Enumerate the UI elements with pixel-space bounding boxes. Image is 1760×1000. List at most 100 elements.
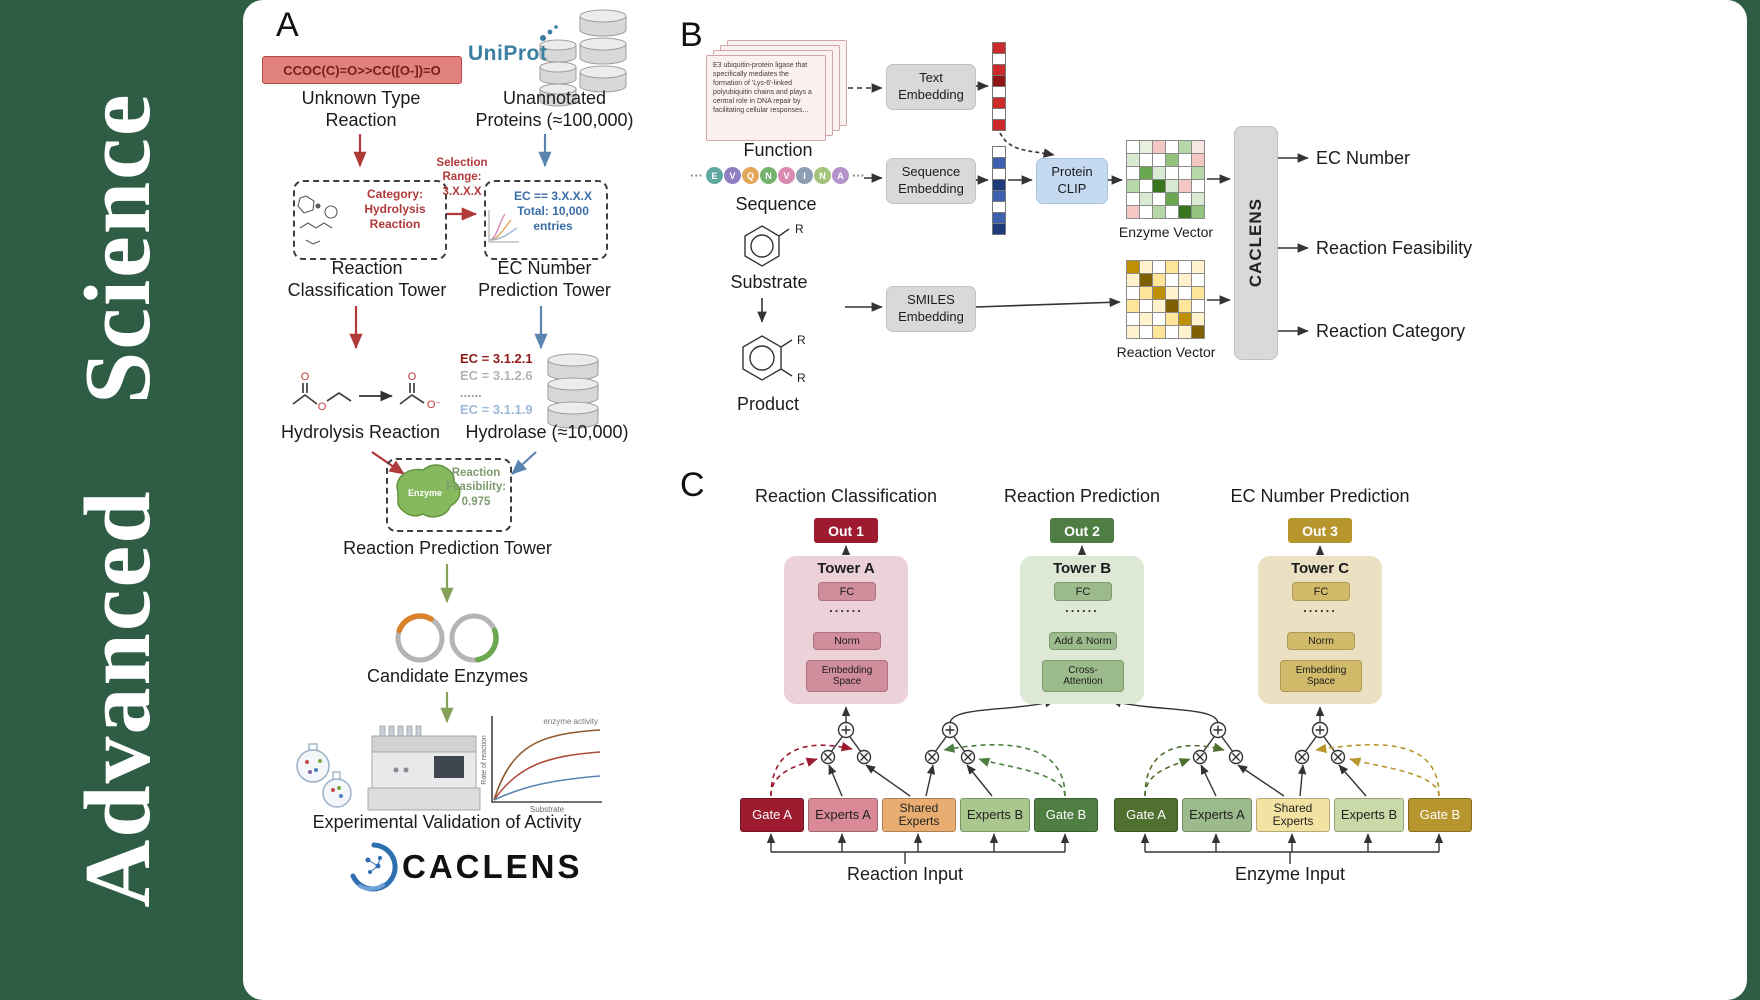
text-embedding-box: Text Embedding xyxy=(886,64,976,110)
matrix-cell xyxy=(1179,154,1191,166)
sequence-embedding-vector xyxy=(992,146,1006,235)
matrix-cell xyxy=(1140,193,1152,205)
feasibility-dashed-box xyxy=(386,458,512,532)
matrix-cell xyxy=(1179,141,1191,153)
tower-a: Tower A FC ...... Norm Embedding Space xyxy=(784,556,908,704)
matrix-cell xyxy=(1140,180,1152,192)
feasibility-text: Reaction Feasibility: 0.975 xyxy=(446,467,507,508)
reaction-vector-matrix xyxy=(1126,260,1205,339)
ec-curves-icon xyxy=(488,210,519,243)
oxygen-atom-label: O xyxy=(408,371,417,383)
molecule-doodles-icon xyxy=(297,195,338,245)
matrix-cell xyxy=(1192,167,1204,179)
matrix-cell xyxy=(1166,326,1178,338)
tower-c-title: Tower C xyxy=(1290,560,1350,577)
residue-circle: I xyxy=(796,167,813,184)
matrix-cell xyxy=(1192,193,1204,205)
left-gate-b-box: Gate B xyxy=(1034,798,1098,832)
unknown-reaction-label: Unknown Type Reaction xyxy=(301,88,421,130)
category-dashed-box xyxy=(293,180,447,260)
tower-b-cross-attention-box: Cross- Attention xyxy=(1042,660,1124,692)
matrix-cell xyxy=(1179,313,1191,325)
vector-cell xyxy=(993,120,1005,130)
matrix-cell xyxy=(1192,154,1204,166)
matrix-cell xyxy=(1166,180,1178,192)
matrix-cell xyxy=(1179,326,1191,338)
column-title-reaction-classification: Reaction Classification xyxy=(754,486,938,506)
lab-equipment-icon xyxy=(296,725,481,811)
matrix-cell xyxy=(1192,326,1204,338)
classification-tower-label: Reaction Classification Tower xyxy=(287,258,447,300)
enzyme-vector-matrix xyxy=(1126,140,1205,219)
matrix-cell xyxy=(1166,287,1178,299)
vector-cell xyxy=(993,202,1005,212)
enzyme-blob-icon: Enzyme xyxy=(396,464,461,518)
hydrolysis-reaction-structures: O O O O⁻ xyxy=(292,371,441,413)
plot-y-label: Rate of reaction xyxy=(481,735,488,785)
vector-cell xyxy=(993,213,1005,223)
enzyme-blob-label: Enzyme xyxy=(408,488,442,498)
panel-c-black-lines xyxy=(766,545,1444,864)
matrix-cell xyxy=(1127,261,1139,273)
substrate-structure: R xyxy=(744,222,804,267)
product-structure: R R xyxy=(742,333,806,385)
out1-box: Out 1 xyxy=(814,518,878,543)
matrix-cell xyxy=(1153,154,1165,166)
matrix-cell xyxy=(1166,167,1178,179)
plot-legend: enzyme activity xyxy=(543,717,598,726)
matrix-cell xyxy=(1179,300,1191,312)
matrix-cell xyxy=(1192,180,1204,192)
ec-dashed-box xyxy=(484,180,608,260)
validation-label: Experimental Validation of Activity xyxy=(312,812,582,832)
matrix-cell xyxy=(1166,206,1178,218)
matrix-cell xyxy=(1166,300,1178,312)
prediction-tower-label: Reaction Prediction Tower xyxy=(343,538,552,558)
vector-cell xyxy=(993,43,1005,53)
matrix-cell xyxy=(1127,141,1139,153)
matrix-cell xyxy=(1140,141,1152,153)
matrix-cell xyxy=(1127,313,1139,325)
column-title-reaction-prediction: Reaction Prediction xyxy=(1003,486,1161,506)
matrix-cell xyxy=(1166,274,1178,286)
matrix-cell xyxy=(1140,326,1152,338)
matrix-cell xyxy=(1127,300,1139,312)
hydrolase-database-icon xyxy=(547,353,599,429)
matrix-cell xyxy=(1140,313,1152,325)
residue-circle: N xyxy=(760,167,777,184)
matrix-cell xyxy=(1140,261,1152,273)
matrix-cell xyxy=(1127,180,1139,192)
matrix-cell xyxy=(1153,180,1165,192)
r-group-label: R xyxy=(797,371,806,385)
candidate-enzymes-plasmids-icon xyxy=(395,613,499,663)
smiles-embedding-box: SMILES Embedding xyxy=(886,286,976,332)
function-card-front: E3 ubiquitin-protein ligase that specifi… xyxy=(706,55,826,141)
matrix-cell xyxy=(1192,206,1204,218)
right-shared-experts-box: Shared Experts xyxy=(1256,798,1330,832)
matrix-cell xyxy=(1179,274,1191,286)
tower-c-norm-box: Norm xyxy=(1287,632,1355,650)
reaction-vector-label: Reaction Vector xyxy=(1116,344,1216,360)
matrix-cell xyxy=(1127,206,1139,218)
matrix-cell xyxy=(1153,261,1165,273)
matrix-cell xyxy=(1166,141,1178,153)
right-gate-b-box: Gate B xyxy=(1408,798,1472,832)
matrix-cell xyxy=(1192,287,1204,299)
tower-a-dots: ...... xyxy=(829,600,863,615)
output-reaction-category: Reaction Category xyxy=(1316,321,1466,341)
matrix-cell xyxy=(1166,261,1178,273)
residue-circle: V xyxy=(778,167,795,184)
tower-a-fc-box: FC xyxy=(818,582,876,601)
caclens-wordmark: CACLENS xyxy=(402,848,583,885)
residue-circle: E xyxy=(706,167,723,184)
matrix-cell xyxy=(1166,313,1178,325)
ec-number-item: EC = 3.1.2.6 xyxy=(460,368,533,383)
matrix-cell xyxy=(1127,274,1139,286)
tower-c-dots: ...... xyxy=(1303,600,1337,615)
sequence-ellipsis: ··· xyxy=(690,168,703,183)
r-group-label: R xyxy=(795,222,804,236)
ec-selection-text: EC == 3.X.X.X Total: 10,000 entries xyxy=(513,189,593,233)
oxygen-atom-label: O xyxy=(318,401,327,413)
enzyme-vector-label: Enzyme Vector xyxy=(1118,224,1214,240)
